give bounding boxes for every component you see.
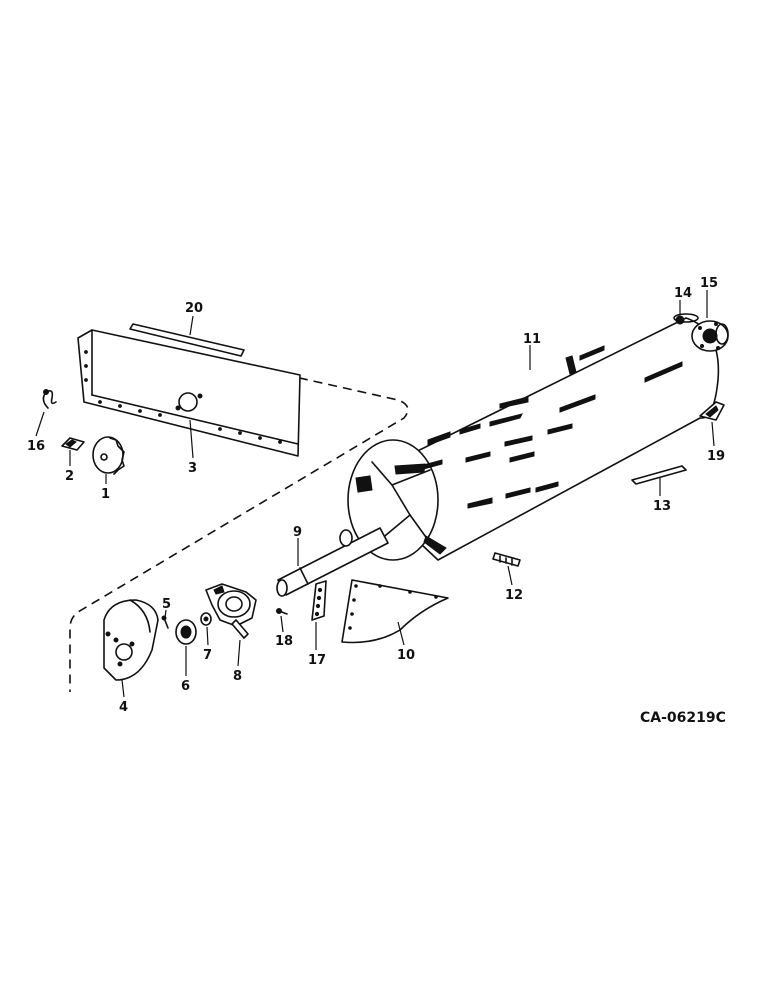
leader-lines: [35, 290, 715, 698]
callout-5: 5: [162, 597, 171, 612]
part-3-channel-frame: [77, 329, 301, 457]
callout-13: 13: [653, 499, 671, 514]
part-6-bushing: [175, 619, 197, 645]
callout-2: 2: [65, 469, 74, 484]
callout-14: 14: [674, 286, 692, 301]
part-14-nut: [675, 315, 685, 325]
callout-15: 15: [700, 276, 718, 291]
callout-labels: 1 2 3 4 5 6 7 8 9 10 11 12 13 14 15 16 1…: [27, 276, 725, 715]
part-19-bracket: [699, 401, 725, 421]
callout-16: 16: [27, 439, 45, 454]
part-13-bar: [631, 465, 687, 485]
callout-12: 12: [505, 588, 523, 603]
callout-19: 19: [707, 449, 725, 464]
callout-8: 8: [233, 669, 242, 684]
callout-9: 9: [293, 525, 302, 540]
callout-3: 3: [188, 461, 197, 476]
drawing-code: CA-06219C: [640, 710, 726, 726]
part-20-strip: [129, 323, 245, 357]
callout-17: 17: [308, 653, 326, 668]
part-2-bracket: [61, 437, 85, 451]
part-18-bolt: [276, 608, 288, 615]
part-1-sprocket: [92, 436, 125, 475]
callout-11: 11: [523, 332, 541, 347]
part-12-small-bar: [492, 552, 521, 567]
assembly-dashed-outline: [69, 367, 409, 692]
callout-6: 6: [181, 679, 190, 694]
part-7-washer: [200, 612, 212, 626]
part-4-shield: [103, 599, 159, 681]
callout-4: 4: [119, 700, 128, 715]
part-17-strip: [311, 580, 327, 621]
part-10-sheet-panel: [341, 579, 449, 644]
callout-20: 20: [185, 301, 203, 316]
part-9-shaft: [276, 527, 389, 597]
part-16-spring-clip: [42, 389, 57, 409]
part-8-bearing-flange: [205, 583, 257, 639]
part-11-drum: [347, 313, 720, 561]
callout-1: 1: [101, 487, 110, 502]
part-15-bearing-hub: [691, 320, 729, 352]
callout-7: 7: [203, 648, 212, 663]
callout-10: 10: [397, 648, 415, 663]
callout-18: 18: [275, 634, 293, 649]
